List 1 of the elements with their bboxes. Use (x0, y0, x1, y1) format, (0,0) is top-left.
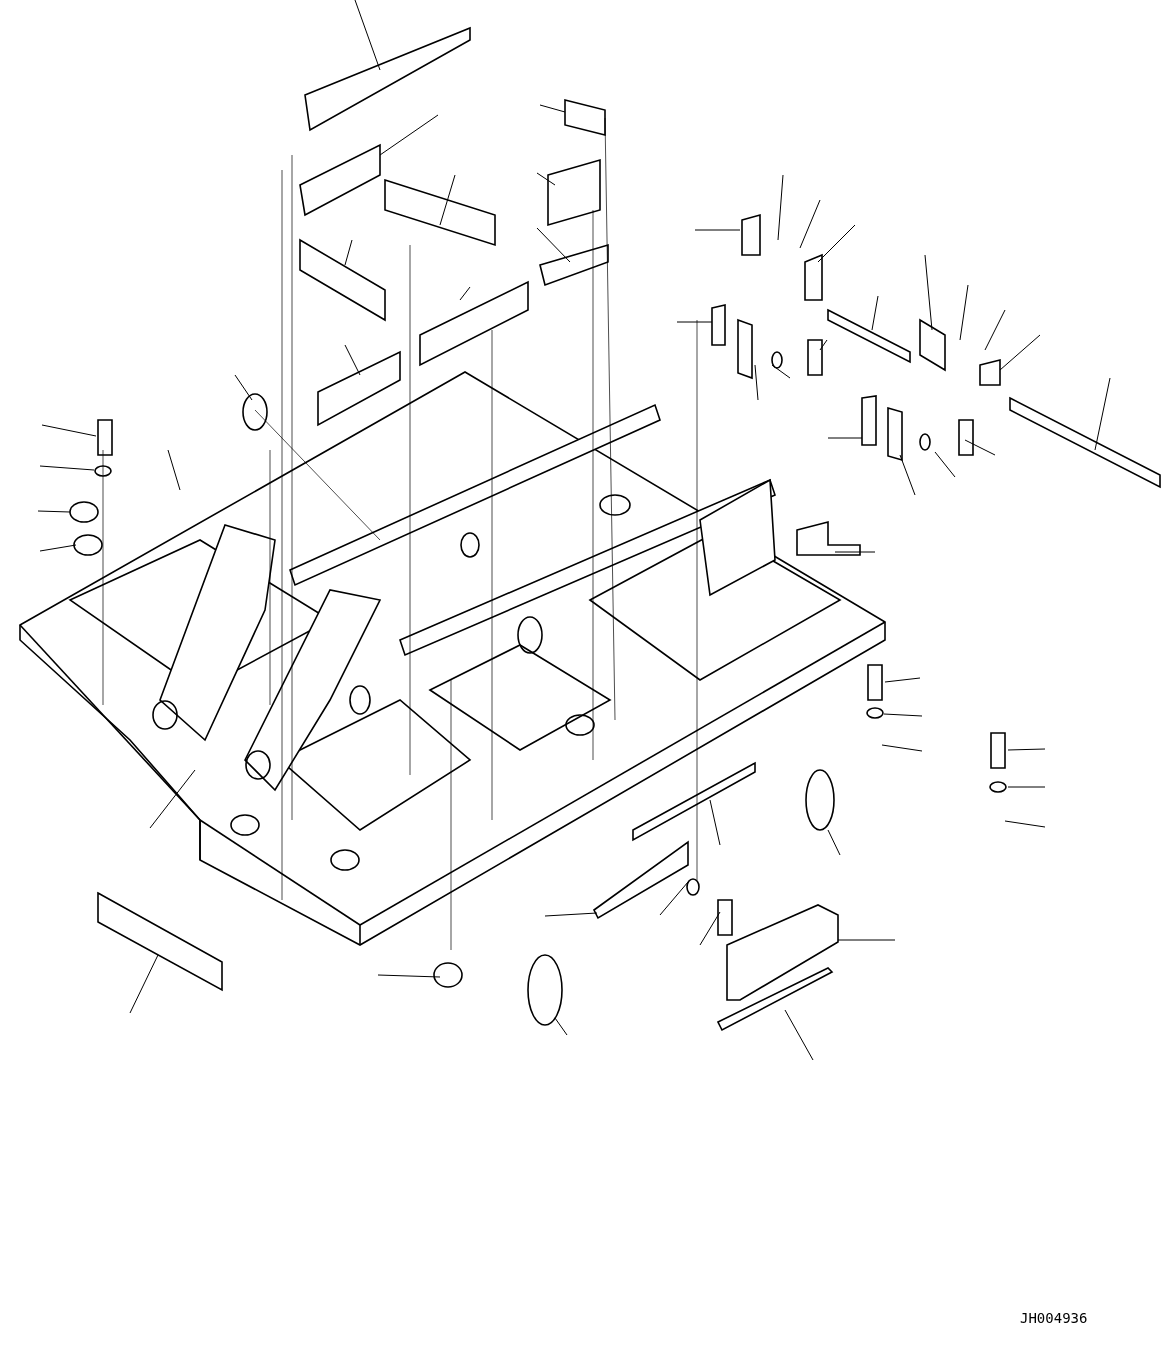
drawing-number: JH004936 (1020, 1310, 1088, 1326)
